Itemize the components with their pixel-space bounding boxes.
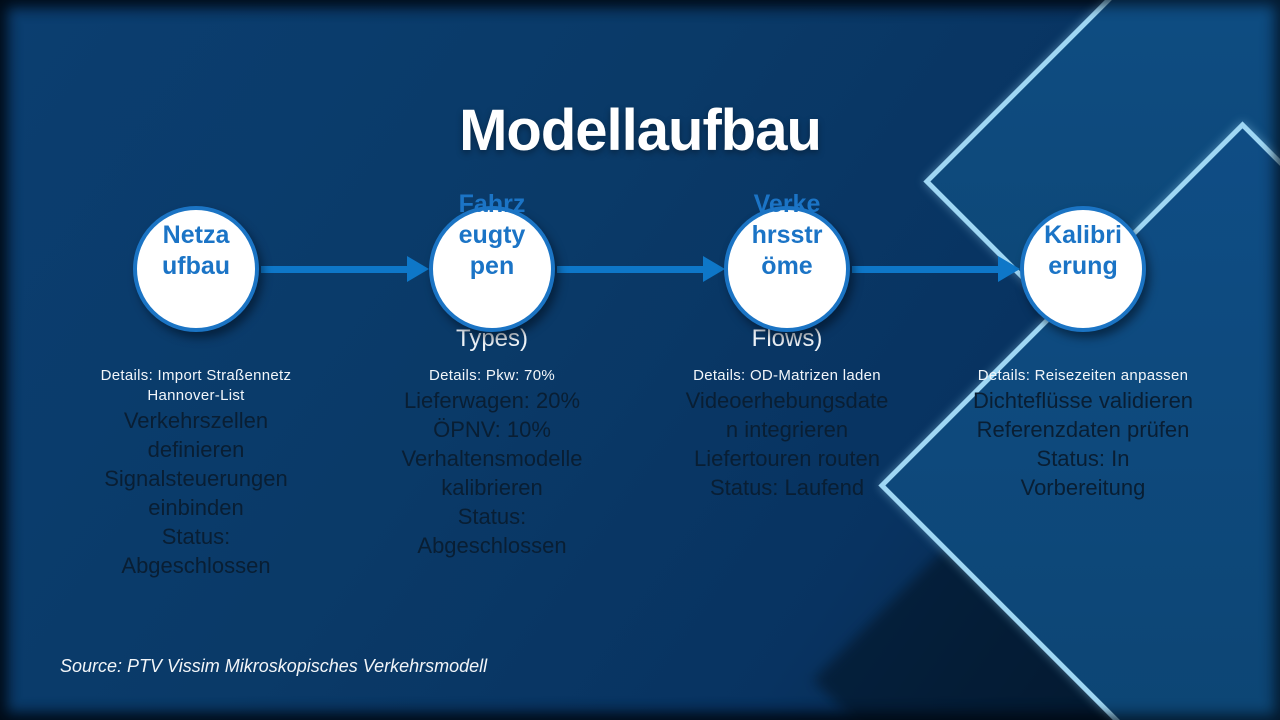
stage-circle xyxy=(133,206,259,332)
flow-stage-kalibrierung: Kalibri erung Details: Reisezeiten anpas… xyxy=(953,206,1213,626)
flow-arrow-icon xyxy=(261,256,429,282)
stage-details-heading: Details: Reisezeiten anpassen xyxy=(977,367,1189,384)
stage-details-heading: Details: Import Straßennetz Hannover-Lis… xyxy=(100,367,292,404)
stage-details-heading: Details: Pkw: 70% xyxy=(429,367,555,384)
stage-details: Details: Import Straßennetz Hannover-Lis… xyxy=(56,366,336,580)
arrow-line xyxy=(557,266,704,273)
stage-details-heading: Details: OD-Matrizen laden xyxy=(693,367,881,384)
page-title: Modellaufbau xyxy=(459,97,822,163)
arrow-head-icon xyxy=(998,256,1020,282)
stage-details: Details: Reisezeiten anpassen Dichteflüs… xyxy=(943,366,1223,502)
stage-circle xyxy=(1020,206,1146,332)
stage-label: Verke hrsstr öme xyxy=(751,190,823,280)
stage-details-body: Dichteflüsse validieren Referenzdaten pr… xyxy=(972,388,1194,500)
flow-arrow-icon xyxy=(557,256,725,282)
stage-details: Details: Pkw: 70% Lieferwagen: 20% ÖPNV:… xyxy=(352,366,632,560)
stage-details-body: Videoerhebungsdate n integrieren Liefert… xyxy=(685,388,889,500)
stage-circle-wrap: Kalibri erung xyxy=(1020,206,1146,332)
stage-circle xyxy=(429,206,555,332)
stage-label: Kalibri erung xyxy=(1044,221,1122,280)
flow-stage-fahrzeugtypen: Types) Fahrz eugty pen Details: Pkw: 70%… xyxy=(362,190,622,626)
stage-circle-wrap: Netza ufbau xyxy=(133,206,259,332)
arrow-line xyxy=(261,266,408,273)
stage-circle-wrap: Types) Fahrz eugty pen xyxy=(429,190,555,352)
stage-details-body: Verkehrszellen definieren Signalsteuerun… xyxy=(104,408,288,578)
stage-circle-wrap: Flows) Verke hrsstr öme xyxy=(724,190,850,352)
stage-label: Netza ufbau xyxy=(161,221,231,280)
flow-stage-netzaufbau: Netza ufbau Details: Import Straßennetz … xyxy=(66,206,326,626)
arrow-line xyxy=(852,266,999,273)
stage-details: Details: OD-Matrizen laden Videoerhebung… xyxy=(647,366,927,502)
arrow-head-icon xyxy=(703,256,725,282)
arrow-head-icon xyxy=(407,256,429,282)
flow-stage-verkehrsstroeme: Flows) Verke hrsstr öme Details: OD-Matr… xyxy=(657,190,917,626)
source-caption: Source: PTV Vissim Mikroskopisches Verke… xyxy=(60,656,488,676)
stage-circle xyxy=(724,206,850,332)
stage-label: Fahrz eugty pen xyxy=(458,190,526,280)
flow-arrow-icon xyxy=(852,256,1020,282)
stage-details-body: Lieferwagen: 20% ÖPNV: 10% Verhaltensmod… xyxy=(401,388,583,558)
